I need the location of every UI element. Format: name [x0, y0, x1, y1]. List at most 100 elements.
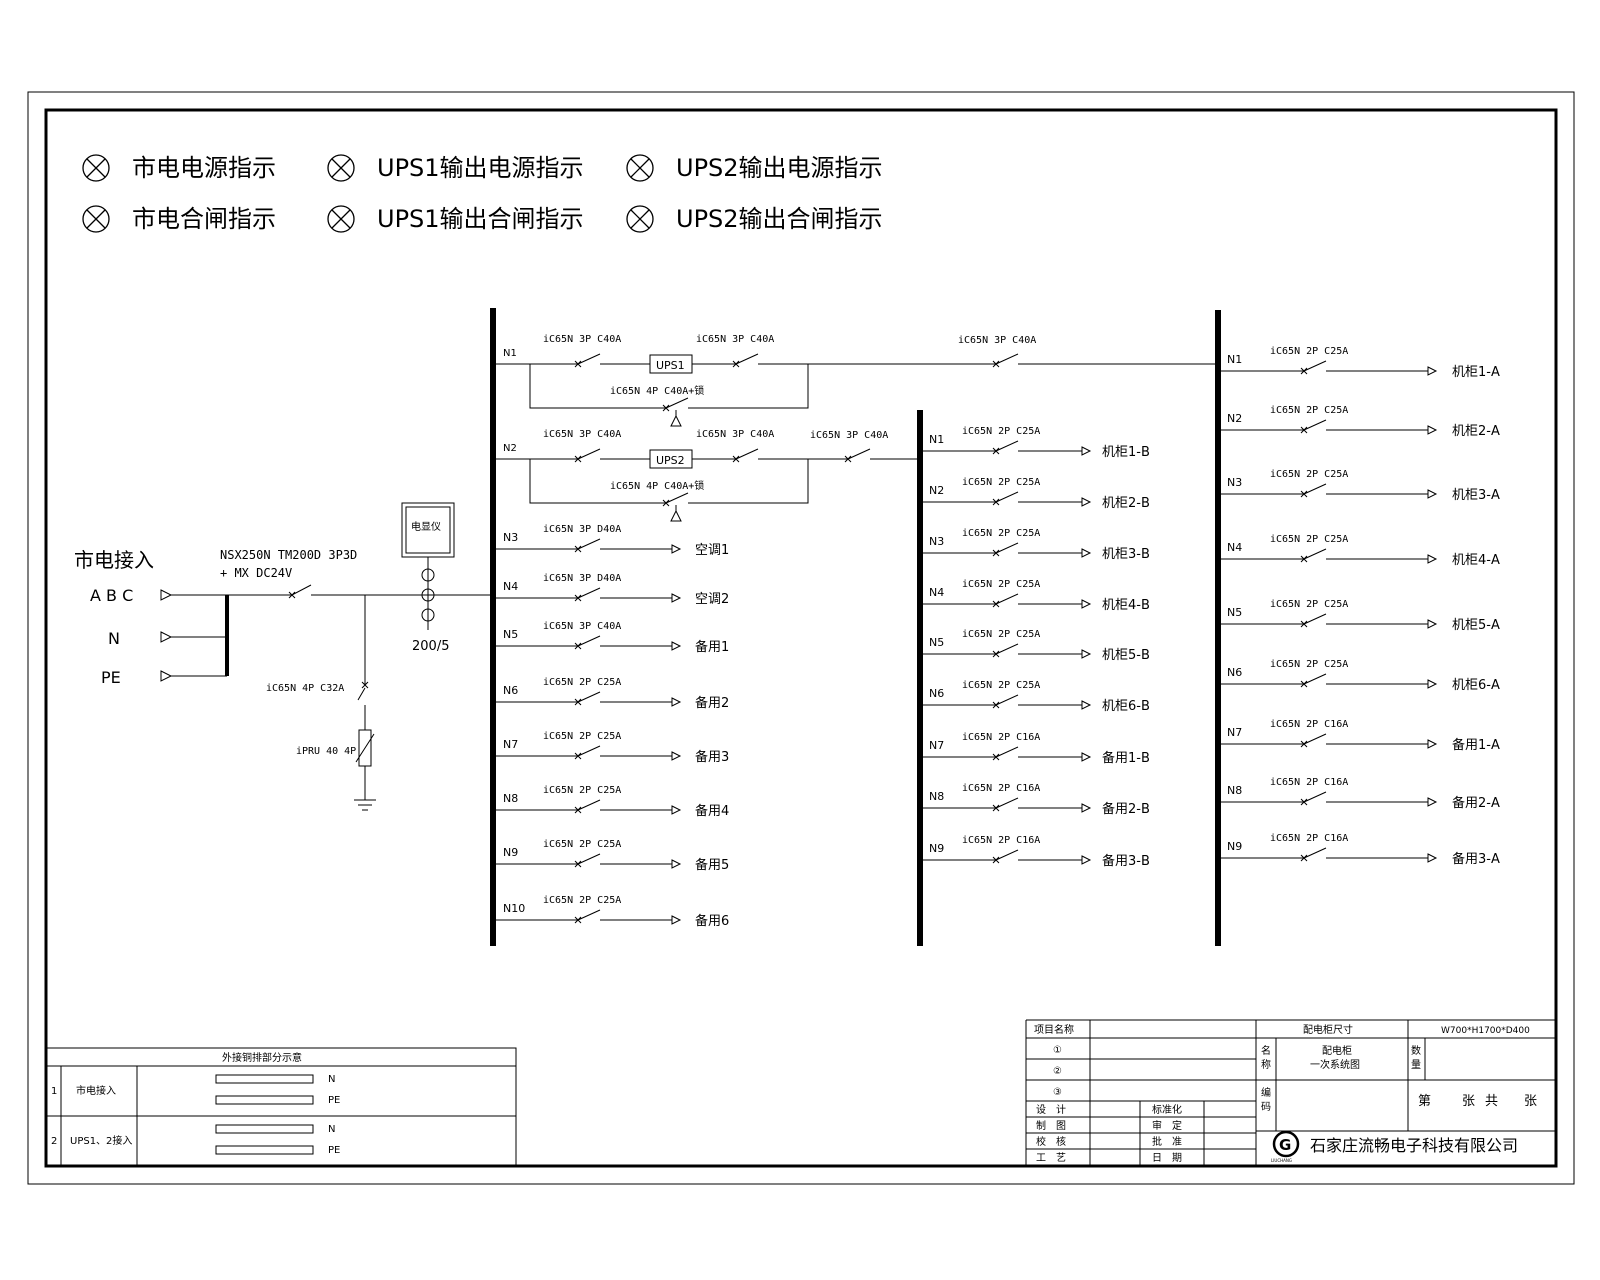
- indicator-label: 市电电源指示: [132, 154, 276, 182]
- svg-text:N: N: [328, 1124, 335, 1135]
- svg-text:量: 量: [1411, 1059, 1421, 1071]
- b3-circuit-number: N2: [1227, 412, 1242, 425]
- indicator-lamp-icon: [626, 154, 654, 182]
- b1-breaker-spec: iC65N 2P C25A: [543, 785, 621, 796]
- indicator-lamp-icon: [82, 154, 110, 182]
- b3-breaker-spec: iC65N 2P C25A: [1270, 659, 1348, 670]
- b2-terminal-arrow: [1081, 599, 1092, 609]
- b2-breaker-spec: iC65N 2P C25A: [962, 579, 1040, 590]
- b3-breaker-spec: iC65N 2P C16A: [1270, 833, 1348, 844]
- b3-breaker-spec: iC65N 2P C25A: [1270, 346, 1348, 357]
- svg-text:PE: PE: [328, 1145, 340, 1156]
- b1-terminal-arrow: [671, 805, 682, 815]
- indicator-label: UPS1输出合闸指示: [377, 205, 584, 233]
- b3-breaker: [1300, 483, 1327, 498]
- bypass-spec: iC65N 4P C40A+锁: [610, 479, 704, 492]
- b2-outlet-label: 机柜5-B: [1102, 648, 1150, 663]
- ups-label: UPS2: [656, 454, 685, 467]
- ups-output-breaker: [732, 448, 759, 463]
- b3-breaker: [1300, 733, 1327, 748]
- b1-outlet-label: 备用2: [695, 695, 729, 711]
- earth-label: PE: [101, 668, 121, 687]
- svg-text:张: 张: [1524, 1094, 1537, 1109]
- breaker-spec: iC65N 3P C40A: [696, 334, 774, 345]
- b2-breaker: [992, 491, 1019, 506]
- company-name: 石家庄流畅电子科技有限公司: [1310, 1136, 1518, 1155]
- b1-outlet-label: 备用1: [695, 639, 729, 655]
- b1-breaker-spec: iC65N 2P C25A: [543, 677, 621, 688]
- b3-outlet-label: 备用2-A: [1452, 795, 1500, 811]
- ups-output-breaker: [732, 353, 759, 368]
- b1-outlet-label: 备用6: [695, 913, 729, 929]
- b2-breaker-spec: iC65N 2P C16A: [962, 732, 1040, 743]
- indicator-lamp-icon: [327, 205, 355, 233]
- bypass-spec: iC65N 4P C40A+锁: [610, 384, 704, 397]
- b2-outlet-label: 机柜4-B: [1102, 598, 1150, 613]
- b1-circuit-number: N3: [503, 531, 518, 544]
- ups-branches: N1 iC65N 3P C40A UPS1 iC65N 3P C40A iC65N 4P…: [496, 334, 1215, 522]
- b1-terminal-arrow: [671, 544, 682, 554]
- b2-circuit-number: N6: [929, 687, 944, 700]
- svg-text:设 计: 设 计: [1036, 1103, 1066, 1116]
- b2-breaker: [992, 593, 1019, 608]
- indicator-lamp-icon: [82, 205, 110, 233]
- svg-text:第: 第: [1418, 1094, 1431, 1109]
- indicator-lamp-icon: [626, 205, 654, 233]
- b1-circuit-number: N7: [503, 738, 518, 751]
- lamp-cross: [86, 158, 106, 178]
- ups-label: UPS1: [656, 359, 685, 372]
- spd-breaker: [357, 595, 369, 730]
- breaker-spec: iC65N 3P C40A: [696, 429, 774, 440]
- earth-terminal: [160, 670, 227, 682]
- b3-circuit-number: N8: [1227, 784, 1242, 797]
- b2-circuit-number: N1: [929, 433, 944, 446]
- b1-breaker-spec: iC65N 2P C25A: [543, 731, 621, 742]
- tie-breaker-bus3: [992, 353, 1019, 368]
- b3-terminal-arrow: [1427, 739, 1438, 749]
- phase-label: A B C: [90, 586, 133, 605]
- b2-breaker-spec: iC65N 2P C25A: [962, 528, 1040, 539]
- b2-circuit-number: N7: [929, 739, 944, 752]
- b3-outlet-label: 机柜5-A: [1452, 618, 1500, 633]
- spd-breaker-spec: iC65N 4P C32A: [266, 683, 344, 694]
- b2-breaker: [992, 440, 1019, 455]
- bypass-breaker: [662, 492, 689, 507]
- b1-breaker: [574, 745, 601, 760]
- svg-text:称: 称: [1261, 1058, 1271, 1071]
- b3-breaker: [1300, 847, 1327, 862]
- b3-outlet-label: 备用3-A: [1452, 851, 1500, 867]
- project-name-label: 项目名称: [1034, 1023, 1074, 1036]
- b3-breaker: [1300, 360, 1327, 375]
- b1-breaker: [574, 635, 601, 650]
- b3-circuit-number: N3: [1227, 476, 1242, 489]
- svg-text:制 图: 制 图: [1036, 1119, 1066, 1132]
- b1-outlet-label: 备用4: [695, 803, 729, 819]
- b1-breaker: [574, 587, 601, 602]
- svg-text:编: 编: [1261, 1086, 1271, 1099]
- b3-outlet-label: 机柜3-A: [1452, 488, 1500, 503]
- b3-breaker: [1300, 673, 1327, 688]
- b2-terminal-arrow: [1081, 700, 1092, 710]
- b2-breaker: [992, 746, 1019, 761]
- b2-breaker: [992, 643, 1019, 658]
- ct-2: [421, 588, 435, 602]
- b1-outlet-label: 备用5: [695, 857, 729, 873]
- neutral-terminal: [160, 631, 227, 643]
- copper-row-2-name: UPS1、2接入: [70, 1134, 132, 1147]
- b1-breaker: [574, 691, 601, 706]
- indicator-label: UPS2输出电源指示: [676, 154, 883, 182]
- inner-frame: [44, 108, 1558, 1168]
- b1-breaker: [574, 853, 601, 868]
- b1-circuit-number: N8: [503, 792, 518, 805]
- b1-breaker-spec: iC65N 2P C25A: [543, 839, 621, 850]
- b3-breaker: [1300, 791, 1327, 806]
- b2-breaker: [992, 542, 1019, 557]
- b1-breaker-spec: iC65N 2P C25A: [543, 895, 621, 906]
- breaker-spec: iC65N 3P C40A: [543, 429, 621, 440]
- b2-outlet-label: 机柜3-B: [1102, 547, 1150, 562]
- main-breaker-spec-2: + MX DC24V: [220, 566, 292, 580]
- b1-circuit-number: N9: [503, 846, 518, 859]
- main-breaker-spec-1: NSX250N TM200D 3P3D: [220, 548, 357, 562]
